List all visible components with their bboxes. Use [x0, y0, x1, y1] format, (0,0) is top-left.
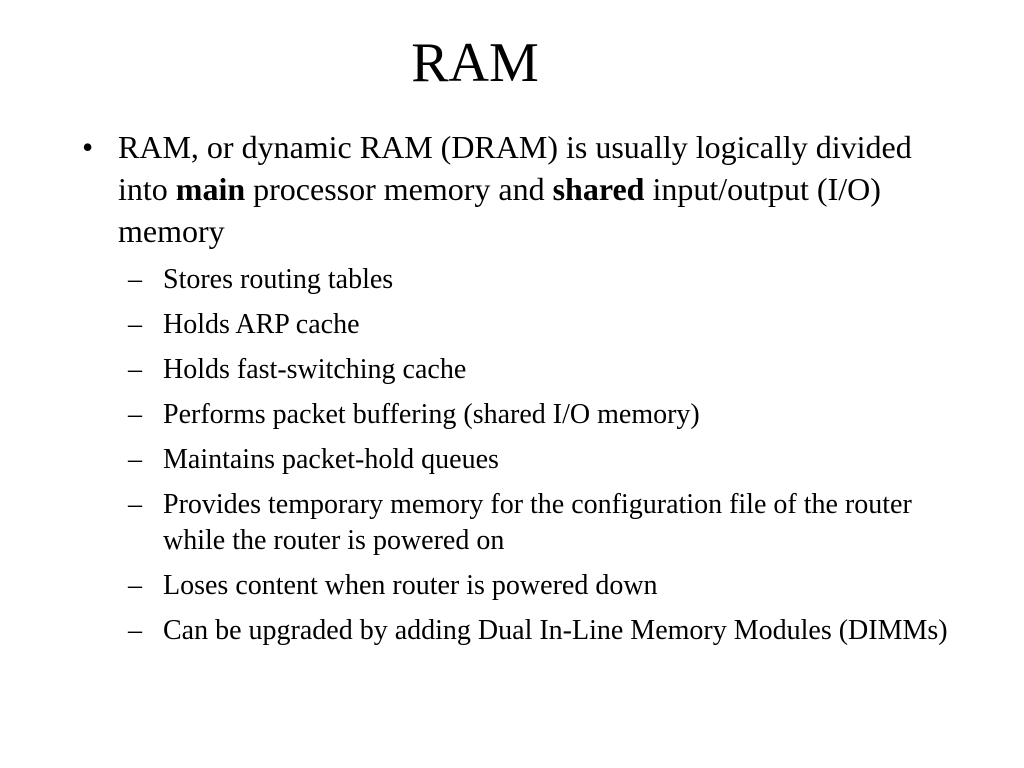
dash-marker: –	[128, 489, 142, 520]
sub-bullet-text: Performs packet buffering (shared I/O me…	[163, 399, 700, 430]
dash-marker: –	[128, 264, 142, 295]
main-bullet: • RAM, or dynamic RAM (DRAM) is usually …	[82, 126, 962, 252]
sub-bullet-item: –Holds fast-switching cache	[128, 352, 968, 388]
sub-bullet-item: –Holds ARP cache	[128, 307, 968, 343]
main-bullet-bold-shared: shared	[552, 171, 645, 207]
dash-marker: –	[128, 354, 142, 385]
sub-bullet-text: Provides temporary memory for the config…	[163, 489, 912, 556]
sub-bullet-item: –Provides temporary memory for the confi…	[128, 487, 968, 559]
sub-bullet-item: –Performs packet buffering (shared I/O m…	[128, 397, 968, 433]
sub-bullet-text: Holds fast-switching cache	[163, 354, 467, 385]
slide-title: RAM	[411, 32, 539, 94]
main-bullet-text-part3: input/output (I/O) memory	[118, 171, 881, 249]
main-bullet-text-part2: processor memory and	[245, 171, 553, 207]
sub-bullet-text: Can be upgraded by adding Dual In-Line M…	[163, 615, 948, 646]
sub-bullet-text: Stores routing tables	[163, 264, 394, 295]
sub-bullet-text: Maintains packet-hold queues	[163, 444, 499, 475]
dash-marker: –	[128, 444, 142, 475]
main-bullet-text: RAM, or dynamic RAM (DRAM) is usually lo…	[118, 126, 962, 252]
dash-marker: –	[128, 615, 142, 646]
sub-bullet-item: –Stores routing tables	[128, 262, 968, 298]
sub-bullet-text: Loses content when router is powered dow…	[163, 570, 658, 601]
dash-marker: –	[128, 399, 142, 430]
sub-bullet-text: Holds ARP cache	[163, 309, 360, 340]
bullet-marker: •	[82, 129, 94, 165]
main-bullet-text-part1: RAM, or dynamic RAM (DRAM) is usually lo…	[118, 129, 912, 207]
sub-bullet-list: –Stores routing tables –Holds ARP cache …	[128, 262, 968, 658]
dash-marker: –	[128, 570, 142, 601]
dash-marker: –	[128, 309, 142, 340]
sub-bullet-item: –Can be upgraded by adding Dual In-Line …	[128, 613, 968, 649]
main-bullet-bold-main: main	[175, 171, 246, 207]
sub-bullet-item: –Loses content when router is powered do…	[128, 568, 968, 604]
sub-bullet-item: –Maintains packet-hold queues	[128, 442, 968, 478]
